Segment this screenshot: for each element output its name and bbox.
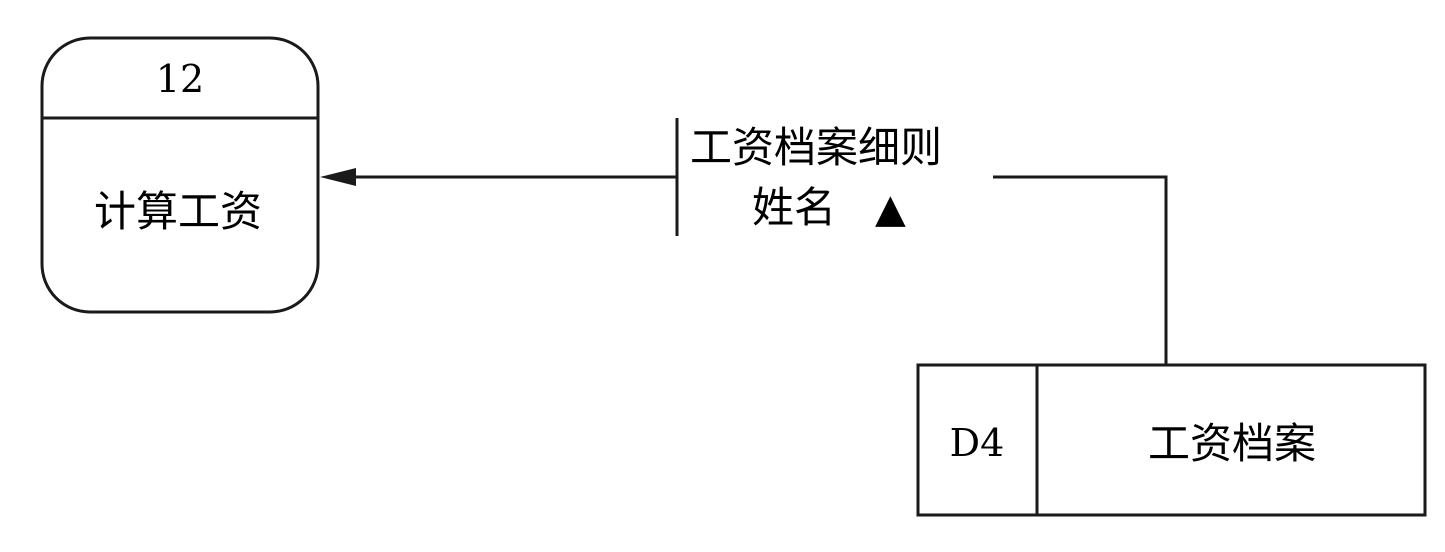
process-node: 12 计算工资 xyxy=(40,36,320,314)
data-flow: 工资档案细则 姓名 ▲ xyxy=(320,118,1168,365)
process-id: 12 xyxy=(156,57,204,101)
flow-label-line2: 姓名 xyxy=(752,183,836,232)
flow-line-right xyxy=(993,175,1168,365)
store-box xyxy=(916,363,1427,517)
arrowhead-icon xyxy=(320,168,356,186)
triangle-marker-icon: ▲ xyxy=(875,186,906,232)
store-name: 工资档案 xyxy=(1148,419,1316,468)
process-name: 计算工资 xyxy=(94,187,262,236)
data-store-node: D4 工资档案 xyxy=(916,363,1427,517)
store-id: D4 xyxy=(950,421,1005,465)
flow-label-line1: 工资档案细则 xyxy=(690,123,942,172)
process-box xyxy=(40,36,320,314)
